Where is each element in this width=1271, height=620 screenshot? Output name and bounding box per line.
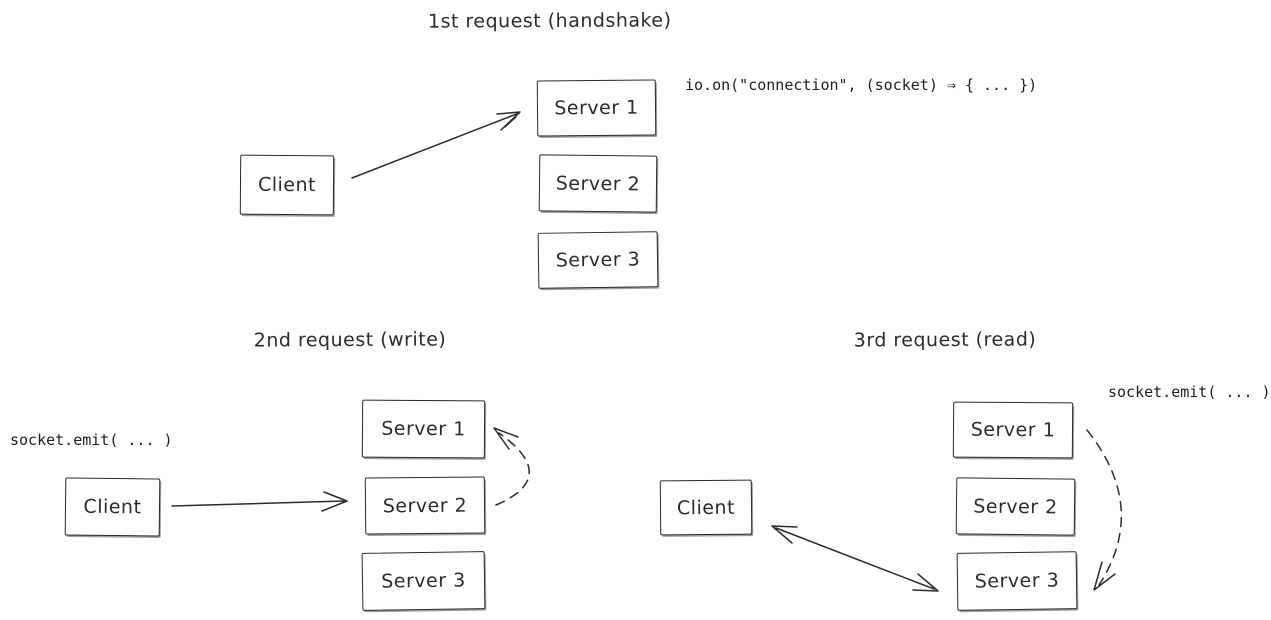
server-label: Server 3 <box>974 569 1060 593</box>
code-annotation: socket.emit( ... ) <box>10 431 173 449</box>
client-label: Client <box>676 496 736 519</box>
section-title: 3rd request (read) <box>853 328 1037 352</box>
client-box: Client <box>659 479 753 536</box>
server-box: Server 1 <box>952 401 1074 459</box>
server-label: Server 1 <box>970 418 1056 442</box>
server-box: Server 2 <box>955 477 1076 536</box>
server-label: Server 2 <box>973 495 1058 518</box>
code-annotation: io.on("connection", (socket) ⇒ { ... }) <box>685 76 1038 94</box>
code-annotation: socket.emit( ... ) <box>1108 383 1271 401</box>
server-box: Server 3 <box>956 551 1078 611</box>
